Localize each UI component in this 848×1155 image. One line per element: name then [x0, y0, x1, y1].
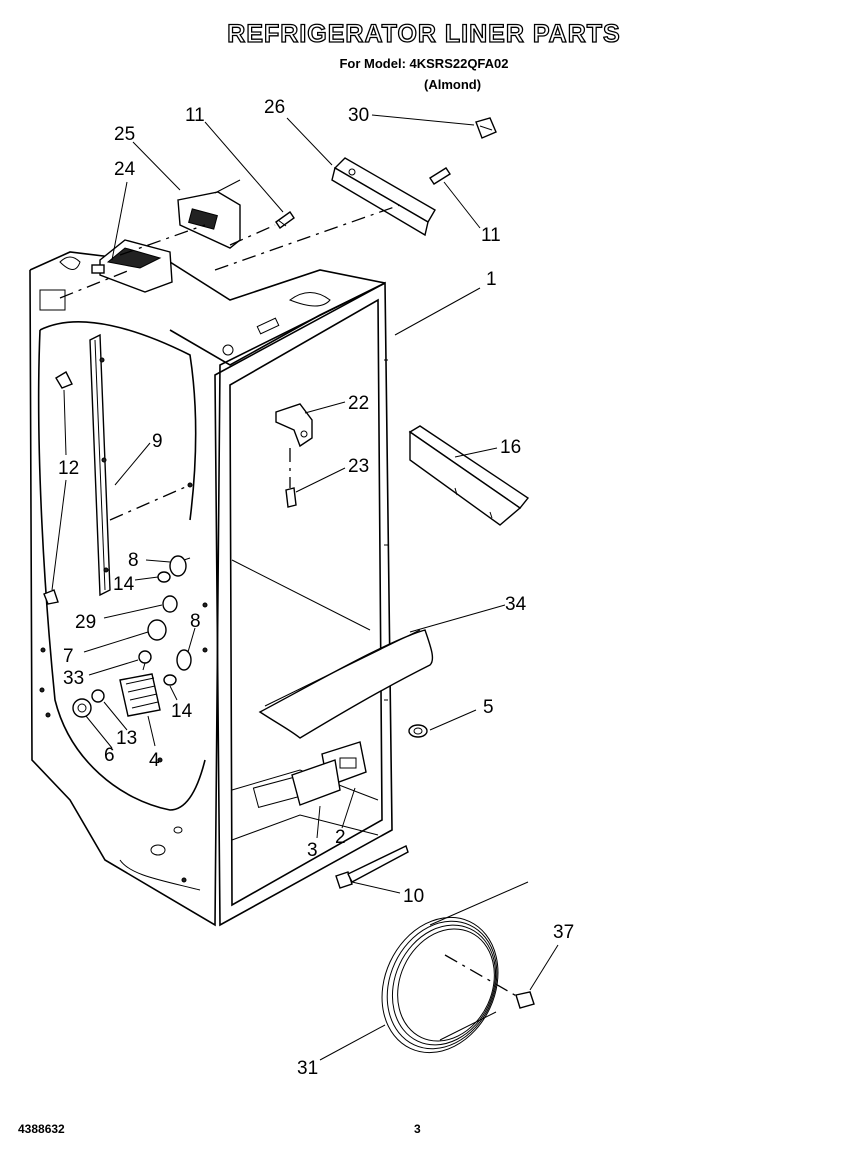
- liner-cabinet: [29, 251, 393, 927]
- callout-34: 34: [505, 594, 527, 615]
- callout-31: 31: [297, 1058, 318, 1079]
- part-26-top-rail: [331, 157, 436, 237]
- callout-37: 37: [553, 922, 574, 943]
- callout-13: 13: [116, 728, 137, 749]
- callout-33: 33: [63, 668, 84, 689]
- callout-14-lower: 14: [171, 701, 193, 722]
- part-11-screw-right: [429, 167, 451, 185]
- callout-22: 22: [348, 393, 369, 414]
- diagram-title: REFRIGERATOR LINER PARTS: [227, 19, 621, 48]
- part-14-screw-upper: [157, 571, 171, 583]
- part-23-screw: [285, 487, 297, 508]
- part-30-clip: [475, 117, 497, 139]
- part-4-grille: [119, 673, 161, 717]
- part-16-rail: [408, 425, 530, 526]
- callout-25: 25: [114, 124, 135, 145]
- part-12-screw-lower: [43, 589, 59, 605]
- callout-7: 7: [63, 646, 74, 667]
- assembly-lines: [59, 204, 521, 999]
- callout-29: 29: [75, 612, 96, 633]
- color-variant: (Almond): [424, 77, 482, 92]
- part-12-screw-upper: [55, 371, 73, 389]
- part-8-bracket-lower: [176, 649, 192, 671]
- part-31-tubing-coil: [381, 881, 529, 1054]
- part-6-dial: [72, 698, 92, 718]
- part-14-screw-lower: [163, 674, 177, 686]
- callout-5: 5: [483, 697, 494, 718]
- callout-12: 12: [58, 458, 79, 479]
- part-11-screw-left: [275, 211, 295, 229]
- document-number: 4388632: [18, 1122, 65, 1136]
- part-9-rail: [89, 333, 111, 597]
- page-number: 3: [414, 1122, 421, 1136]
- callout-14-upper: 14: [113, 574, 135, 595]
- callout-23: 23: [348, 456, 369, 477]
- callout-26: 26: [264, 97, 285, 118]
- leader-lines: [51, 114, 559, 1061]
- callout-labels: 11 26 30 25 24 11 1 22 16 23 9 12 8 14 2…: [58, 97, 574, 1079]
- callout-9: 9: [152, 431, 163, 452]
- callout-10: 10: [403, 886, 424, 907]
- callout-4: 4: [149, 750, 160, 771]
- callout-24: 24: [114, 159, 136, 180]
- callout-2: 2: [335, 827, 346, 848]
- callout-8-lower: 8: [190, 611, 201, 632]
- part-33-plug: [138, 650, 152, 671]
- callout-3: 3: [307, 840, 318, 861]
- part-7-knob: [147, 619, 167, 641]
- part-3-slide: [291, 759, 341, 806]
- part-8-bracket-upper: [169, 555, 191, 577]
- callout-16: 16: [500, 437, 521, 458]
- part-22-bracket: [275, 403, 313, 448]
- part-13-knob: [91, 689, 105, 703]
- part-5-nut: [408, 724, 428, 738]
- part-24-control-housing: [91, 239, 173, 293]
- callout-1: 1: [486, 269, 497, 290]
- callout-11-lower: 11: [481, 225, 501, 246]
- part-10-cable-tie: [335, 845, 409, 889]
- part-25-bracket: [177, 179, 241, 249]
- callout-8-upper: 8: [128, 550, 139, 571]
- callout-11-upper: 11: [185, 105, 205, 126]
- part-37-screw: [515, 991, 535, 1009]
- model-subtitle: For Model: 4KSRS22QFA02: [339, 56, 509, 71]
- callout-6: 6: [104, 745, 115, 766]
- callout-30: 30: [348, 105, 369, 126]
- part-29-retainer: [162, 595, 178, 613]
- part-34-cover: [258, 629, 434, 739]
